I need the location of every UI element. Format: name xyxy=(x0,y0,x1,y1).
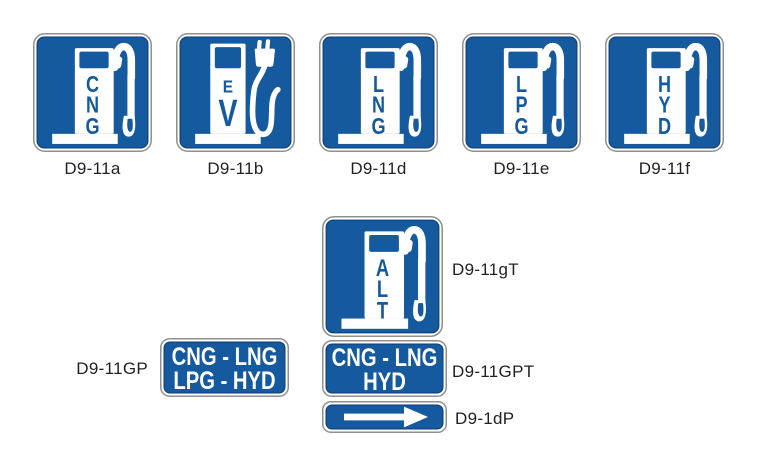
cng-pump-sign-image: C N G xyxy=(32,32,153,153)
sign-d9-11b: E V xyxy=(176,32,296,157)
sign-field xyxy=(163,341,286,394)
pump-letter: G xyxy=(371,114,385,140)
pump-letter: N xyxy=(86,93,99,119)
sign-label-d9-11e: D9-11e xyxy=(493,159,550,178)
pump-letter: Y xyxy=(658,93,670,119)
right-arrow-icon xyxy=(344,406,428,428)
sign-d9-11d: L N G xyxy=(318,32,439,157)
pump-letter: P xyxy=(515,93,527,119)
gpt-plaque-image: CNG - LNG HYD xyxy=(322,340,447,397)
pump-letter: N xyxy=(372,93,385,119)
plaque-text-line: CNG - LNG xyxy=(172,342,278,371)
pump-letter: L xyxy=(377,277,388,303)
pump-letter: C xyxy=(86,72,99,98)
plaque-text-line: CNG - LNG xyxy=(332,343,438,372)
sign-label-d9-11gpt: D9-11GPT xyxy=(452,362,535,381)
sign-d9-11f: H Y D xyxy=(604,32,725,157)
sign-label-d9-11d: D9-11d xyxy=(350,159,407,178)
pump-letter: V xyxy=(218,92,238,135)
sign-label-d9-11gt: D9-11gT xyxy=(452,260,519,279)
pump-letter: L xyxy=(516,72,527,98)
pump-letter: L xyxy=(373,72,384,98)
gp-plaque-image: CNG - LNG LPG - HYD xyxy=(160,338,289,397)
sign-label-d9-1dp: D9-1dP xyxy=(455,409,515,428)
pump-letter: G xyxy=(514,114,528,140)
pump-letter: D xyxy=(658,114,671,140)
pump-letter: A xyxy=(376,256,389,282)
plaque-d9-1dp xyxy=(322,401,447,438)
sign-d9-11gt: A L T xyxy=(322,216,443,342)
hyd-pump-sign-image: H Y D xyxy=(604,32,725,153)
plaque-text-line: LPG - HYD xyxy=(173,366,275,395)
lng-pump-sign-image: L N G xyxy=(318,32,439,153)
pump-letter: E xyxy=(223,78,233,97)
sign-field xyxy=(325,343,444,394)
sign-d9-11e: L P G xyxy=(461,32,582,157)
lpg-pump-sign-image: L P G xyxy=(461,32,582,153)
alt-pump-sign-image: A L T xyxy=(322,216,443,337)
plaque-d9-11gp: CNG - LNG LPG - HYD xyxy=(160,338,289,402)
sign-label-d9-11a: D9-11a xyxy=(64,159,121,178)
plaque-d9-11gpt: CNG - LNG HYD xyxy=(322,340,447,402)
pump-letter: T xyxy=(377,298,388,324)
pump-letter: G xyxy=(85,114,99,140)
sign-d9-11a: C N G xyxy=(32,32,153,157)
arrow-plaque-image xyxy=(322,401,447,433)
sign-label-d9-11gp: D9-11GP xyxy=(76,359,148,378)
ev-charging-sign-image: E V xyxy=(176,32,296,153)
sign-label-d9-11b: D9-11b xyxy=(207,159,264,178)
plaque-text-line: HYD xyxy=(363,367,406,396)
sign-label-d9-11f: D9-11f xyxy=(638,159,691,178)
pump-letter: H xyxy=(658,72,671,98)
